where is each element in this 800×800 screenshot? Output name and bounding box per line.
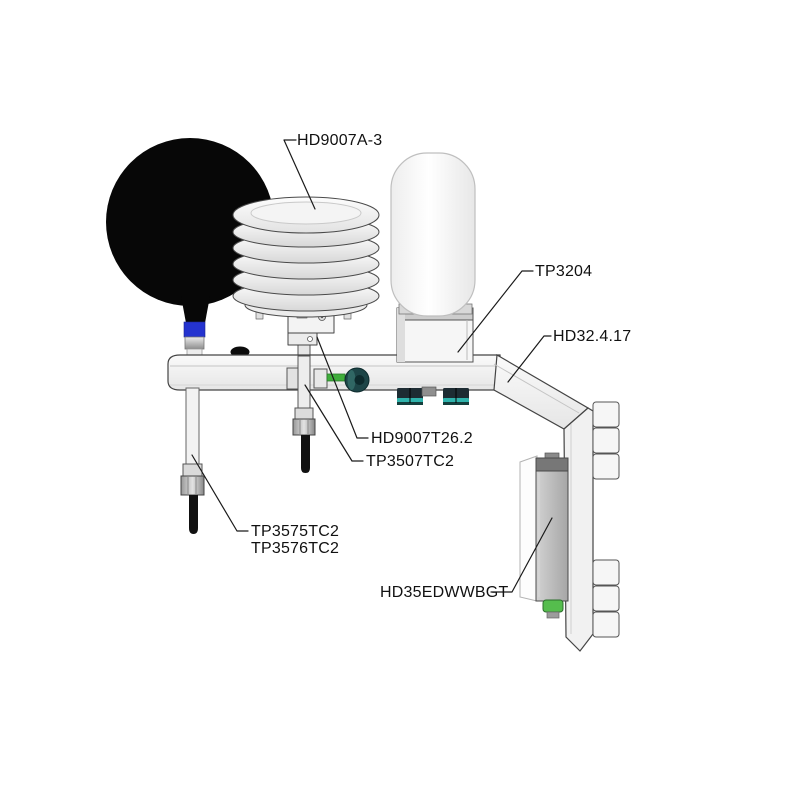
leader-line-shield-probe (316, 336, 369, 439)
logger-lid-band (535, 457, 569, 472)
logger-back-panel (519, 455, 538, 602)
globe-blue-ring (183, 321, 206, 338)
probe-collar (182, 463, 203, 477)
knob-center (354, 375, 365, 385)
probe-hex-nut (292, 418, 316, 436)
black-globe (106, 138, 274, 306)
probe-cable (189, 495, 198, 534)
label-globe-probe-line1: TP3575TC2 (251, 523, 340, 540)
clamp-left-jaw (286, 367, 299, 390)
leader-line-radiation-shield (283, 139, 316, 210)
arm-horizontal-bar (167, 354, 501, 391)
label-globe-probe-line2: TP3576TC2 (251, 540, 340, 557)
probe-collar (294, 407, 314, 420)
support-arm (167, 354, 594, 652)
leader-line-reservoir (457, 270, 534, 353)
label-support-bracket: HD32.4.17 (553, 328, 632, 345)
pole-clamps-top (592, 401, 620, 480)
label-data-logger: HD35EDWWBGT (380, 584, 509, 601)
reservoir-box-side (397, 308, 405, 362)
probe-tube (185, 387, 200, 465)
probe-hex-nut (180, 475, 205, 496)
diagonal-bevel-line (493, 363, 580, 414)
wet-bulb-reservoir-assembly (390, 152, 476, 363)
water-bottle (390, 152, 476, 317)
label-globe-probe: TP3575TC2 TP3576TC2 (251, 523, 339, 557)
leader-line-logger (490, 517, 553, 593)
label-wet-bulb-probe: TP3507TC2 (366, 453, 455, 470)
shield-dome-inner-ring (250, 201, 362, 225)
connector-base (397, 402, 423, 405)
arm-diagonal-bar (493, 354, 590, 430)
globe-probe (180, 387, 205, 534)
globe-stem (181, 296, 210, 323)
green-threaded-rod (326, 373, 346, 382)
hex-facets (187, 476, 197, 495)
label-radiation-shield: HD9007A-3 (297, 132, 383, 149)
probe-tube (297, 355, 311, 409)
hex-facets (299, 419, 309, 435)
wet-bulb-probe (292, 355, 316, 473)
underarm-connectors (397, 386, 469, 405)
leader-line-globe-probe (191, 454, 249, 532)
bracket-hole (307, 336, 313, 342)
label-wet-bulb-reservoir: TP3204 (535, 263, 593, 280)
logger-green-connector (542, 599, 564, 613)
shield-bracket (287, 332, 318, 346)
clamp-right-jaw (313, 368, 328, 389)
connector-gray-cap (421, 386, 437, 397)
probe-cable (301, 435, 310, 473)
black-globe-assembly (106, 138, 274, 359)
logger-body (535, 457, 569, 602)
leader-line-bracket (507, 335, 552, 383)
logger-connector-nub (546, 611, 560, 619)
radiation-shield-assembly (232, 196, 380, 359)
label-shield-probe: HD9007T26.2 (371, 430, 473, 447)
globe-metal-ring (184, 336, 205, 350)
connector-base (443, 402, 469, 405)
knob-highlight (347, 370, 356, 390)
leader-line-wet-bulb-probe (304, 384, 364, 462)
leader-lines (191, 139, 553, 593)
probe-clamp (286, 367, 370, 393)
pole-clamps-bottom (592, 559, 620, 638)
data-logger-assembly (519, 452, 569, 619)
